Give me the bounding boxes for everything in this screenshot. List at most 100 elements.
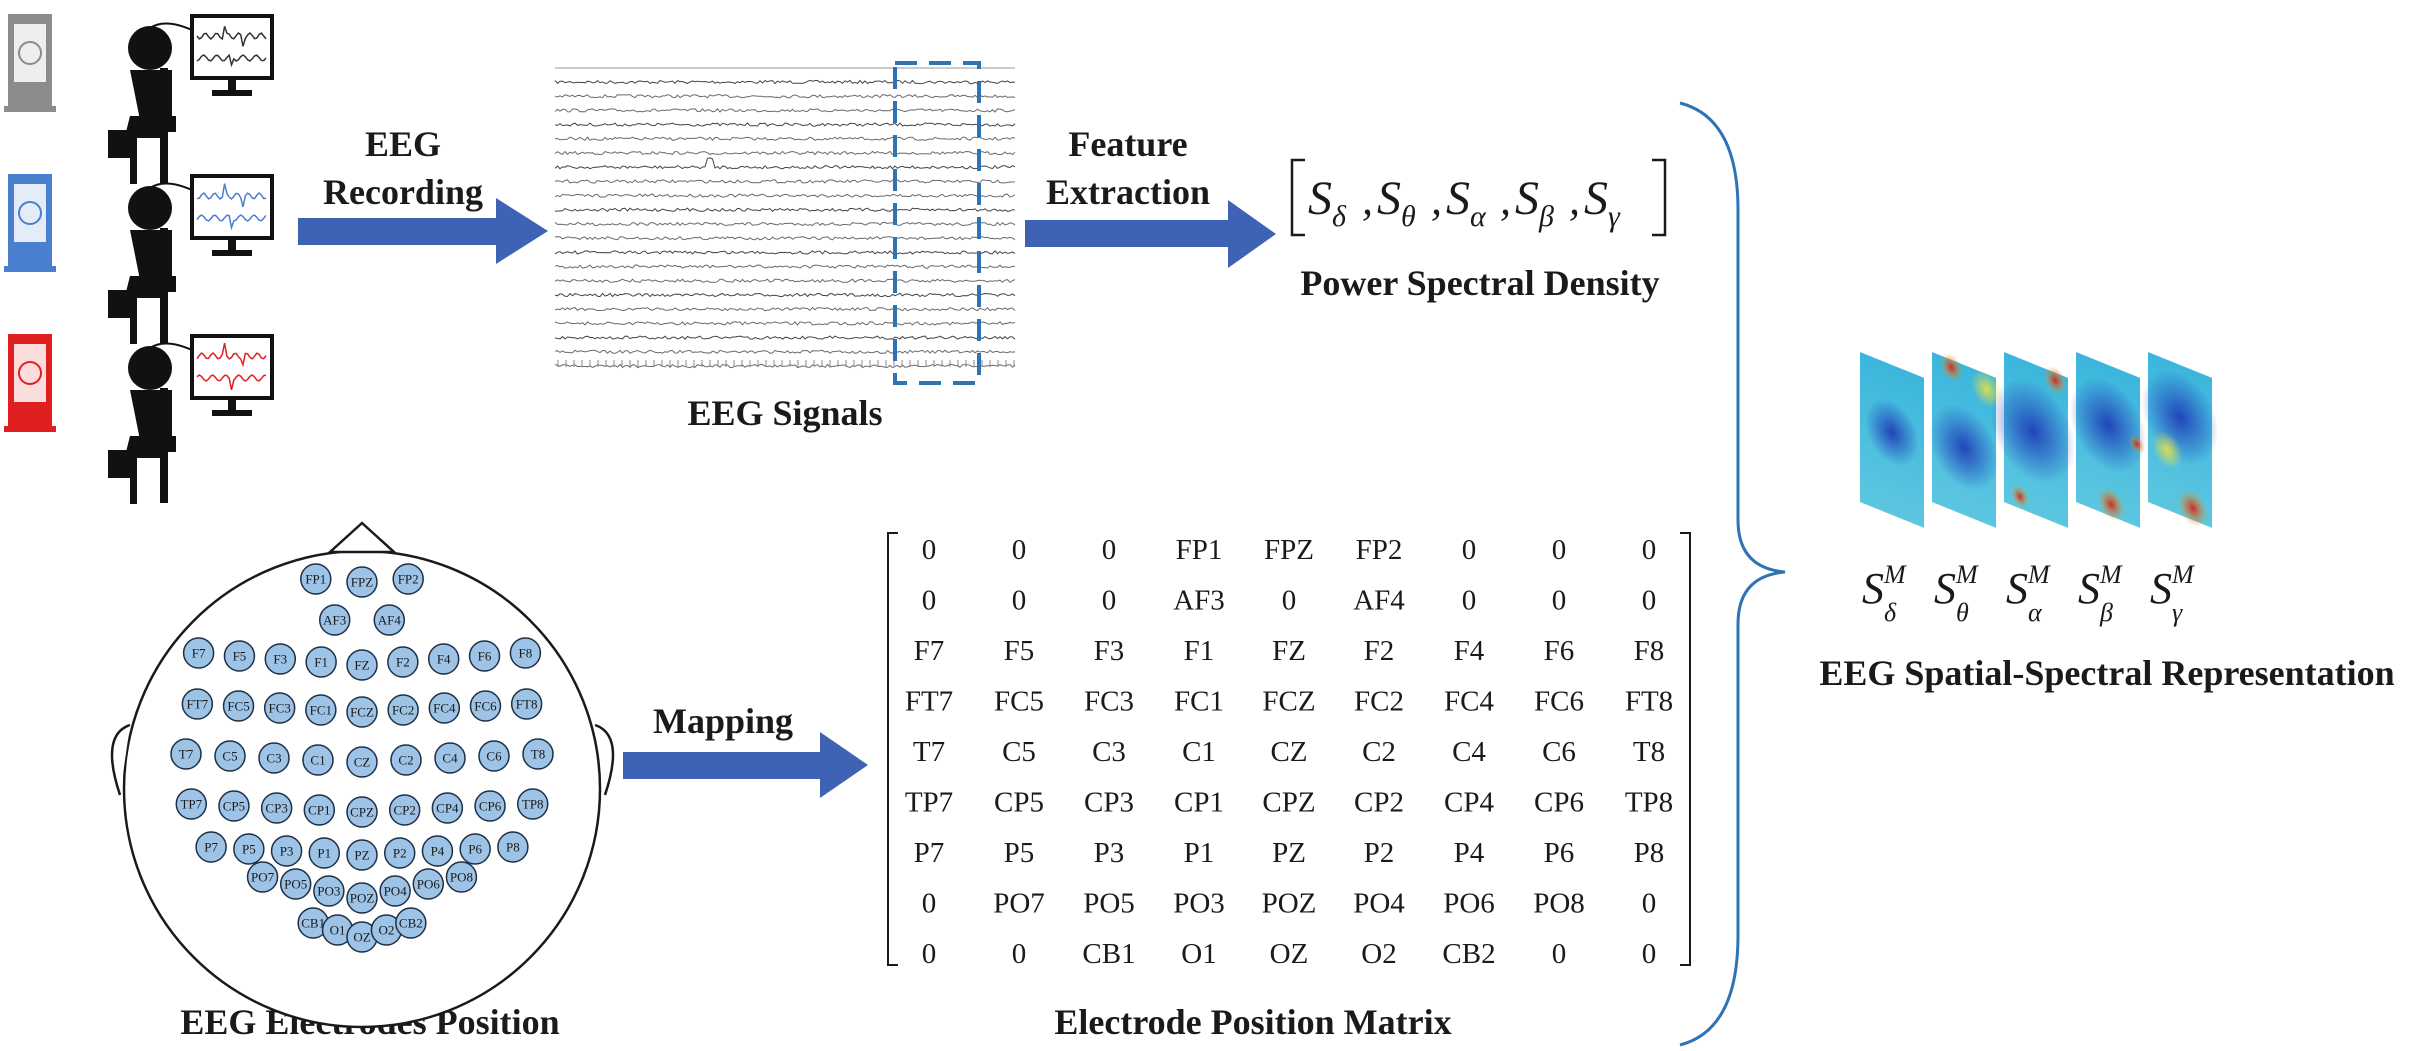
signal-trace bbox=[554, 264, 1015, 269]
electrode-p4: P4 bbox=[421, 835, 454, 867]
svg-text:F6: F6 bbox=[478, 649, 492, 664]
matrix-cell: P8 bbox=[1634, 837, 1665, 869]
electrode-c4: C4 bbox=[434, 742, 466, 774]
signal-trace bbox=[554, 157, 1016, 170]
electrode-cb2: CB2 bbox=[395, 907, 427, 939]
electrode-ft8: FT8 bbox=[510, 688, 543, 720]
svg-text:FT8: FT8 bbox=[516, 697, 538, 712]
mapping-label: Mapping bbox=[653, 701, 793, 741]
signal-trace bbox=[554, 122, 1016, 127]
svg-text:P3: P3 bbox=[280, 844, 294, 859]
svg-text:CP4: CP4 bbox=[436, 801, 459, 816]
svg-text:PO7: PO7 bbox=[251, 870, 275, 885]
electrode-cp1: CP1 bbox=[303, 794, 336, 826]
matrix-cell: 0 bbox=[1642, 938, 1657, 970]
svg-text:PO5: PO5 bbox=[284, 877, 307, 892]
matrix-cell: PO6 bbox=[1443, 888, 1495, 920]
electrode-p1: P1 bbox=[308, 837, 341, 869]
matrix-cell: CPZ bbox=[1262, 787, 1315, 819]
matrix-cell: CP5 bbox=[994, 787, 1044, 819]
svg-text:,: , bbox=[1569, 175, 1580, 224]
matrix-cell: FC2 bbox=[1354, 686, 1404, 718]
svg-text:F2: F2 bbox=[396, 655, 410, 670]
electrode-po4: PO4 bbox=[379, 875, 411, 907]
svg-text:CB2: CB2 bbox=[399, 916, 423, 931]
psd-term: Sγ bbox=[1584, 172, 1621, 233]
svg-text:CPZ: CPZ bbox=[350, 805, 374, 820]
electrode-f7: F7 bbox=[182, 637, 215, 669]
matrix-left-bracket bbox=[887, 532, 898, 966]
electrode-po5: PO5 bbox=[279, 868, 312, 900]
matrix-cell: 0 bbox=[1552, 585, 1567, 617]
electrode-fc2: FC2 bbox=[387, 694, 419, 726]
matrix-right-bracket bbox=[1680, 532, 1691, 966]
matrix-cell: POZ bbox=[1262, 888, 1317, 920]
matrix-cell: FC5 bbox=[994, 686, 1044, 718]
matrix-cell: 0 bbox=[922, 534, 937, 566]
psd-term: Sθ bbox=[1377, 172, 1416, 233]
arrow-feature bbox=[1025, 200, 1276, 268]
svg-text:FP2: FP2 bbox=[398, 572, 419, 587]
matrix-cell: C6 bbox=[1542, 736, 1576, 768]
psd-term: Sα bbox=[1446, 172, 1487, 233]
electrode-fp1: FP1 bbox=[300, 563, 332, 595]
matrix-cell: CP2 bbox=[1354, 787, 1404, 819]
monitor-icon bbox=[190, 174, 274, 240]
svg-text:P2: P2 bbox=[393, 846, 407, 861]
matrix-cell: PO5 bbox=[1083, 888, 1135, 920]
electrode-cpz: CPZ bbox=[346, 796, 378, 828]
electrode-o2: O2 bbox=[370, 914, 403, 946]
svg-text:P5: P5 bbox=[242, 842, 256, 857]
svg-text:CP3: CP3 bbox=[265, 801, 287, 816]
matrix-cell: O1 bbox=[1181, 938, 1216, 970]
svg-text:PZ: PZ bbox=[354, 848, 369, 863]
signal-trace bbox=[554, 79, 1016, 85]
svg-text:PO8: PO8 bbox=[450, 870, 473, 885]
electrode-c1: C1 bbox=[302, 744, 334, 776]
matrix-cell: 0 bbox=[1462, 585, 1477, 617]
electrode-f3: F3 bbox=[264, 643, 297, 675]
person-head-icon bbox=[128, 346, 172, 390]
matrix-cell: 0 bbox=[1012, 534, 1027, 566]
matrix-cell: 0 bbox=[1012, 585, 1027, 617]
svg-text:T7: T7 bbox=[179, 747, 194, 762]
svg-text:AF4: AF4 bbox=[378, 613, 402, 628]
svg-text:FC3: FC3 bbox=[268, 701, 290, 716]
electrode-af3: AF3 bbox=[318, 604, 351, 636]
electrode-po3: PO3 bbox=[313, 875, 345, 907]
svg-text:FC1: FC1 bbox=[310, 703, 332, 718]
matrix-cell: 0 bbox=[1642, 534, 1657, 566]
electrode-c6: C6 bbox=[478, 740, 510, 772]
matrix-cell: C5 bbox=[1002, 736, 1036, 768]
matrix-cell: FT7 bbox=[905, 686, 953, 718]
svg-text:C3: C3 bbox=[266, 751, 281, 766]
matrix-cell: CZ bbox=[1270, 736, 1307, 768]
electrode-cz: CZ bbox=[346, 746, 378, 778]
matrix-cell: T8 bbox=[1633, 736, 1665, 768]
svg-text:P8: P8 bbox=[506, 840, 520, 855]
matrix-cell: O2 bbox=[1361, 938, 1396, 970]
matrix-cell: FP2 bbox=[1356, 534, 1403, 566]
psd-right-bracket bbox=[1652, 158, 1667, 237]
matrix-cell: F2 bbox=[1364, 635, 1395, 667]
electrode-t8: T8 bbox=[522, 738, 554, 770]
matrix-cell: TP7 bbox=[905, 787, 953, 819]
svg-text:P7: P7 bbox=[204, 840, 218, 855]
matrix-cell: F3 bbox=[1094, 635, 1125, 667]
svg-text:FPZ: FPZ bbox=[351, 575, 373, 590]
svg-text:PO3: PO3 bbox=[317, 884, 340, 899]
signal-trace bbox=[554, 150, 1016, 156]
eeg-recording-label-line2: Recording bbox=[323, 172, 483, 212]
signal-trace bbox=[554, 278, 1016, 284]
matrix-cell: FC6 bbox=[1534, 686, 1584, 718]
svg-text:F8: F8 bbox=[519, 646, 533, 661]
matrix-cell: F6 bbox=[1544, 635, 1575, 667]
signal-trace bbox=[554, 93, 1016, 99]
matrix-cell: 0 bbox=[1642, 585, 1657, 617]
svg-text:OZ: OZ bbox=[353, 930, 370, 945]
electrode-cp5: CP5 bbox=[218, 790, 250, 822]
eeg-recording-label-line1: EEG bbox=[365, 124, 441, 164]
